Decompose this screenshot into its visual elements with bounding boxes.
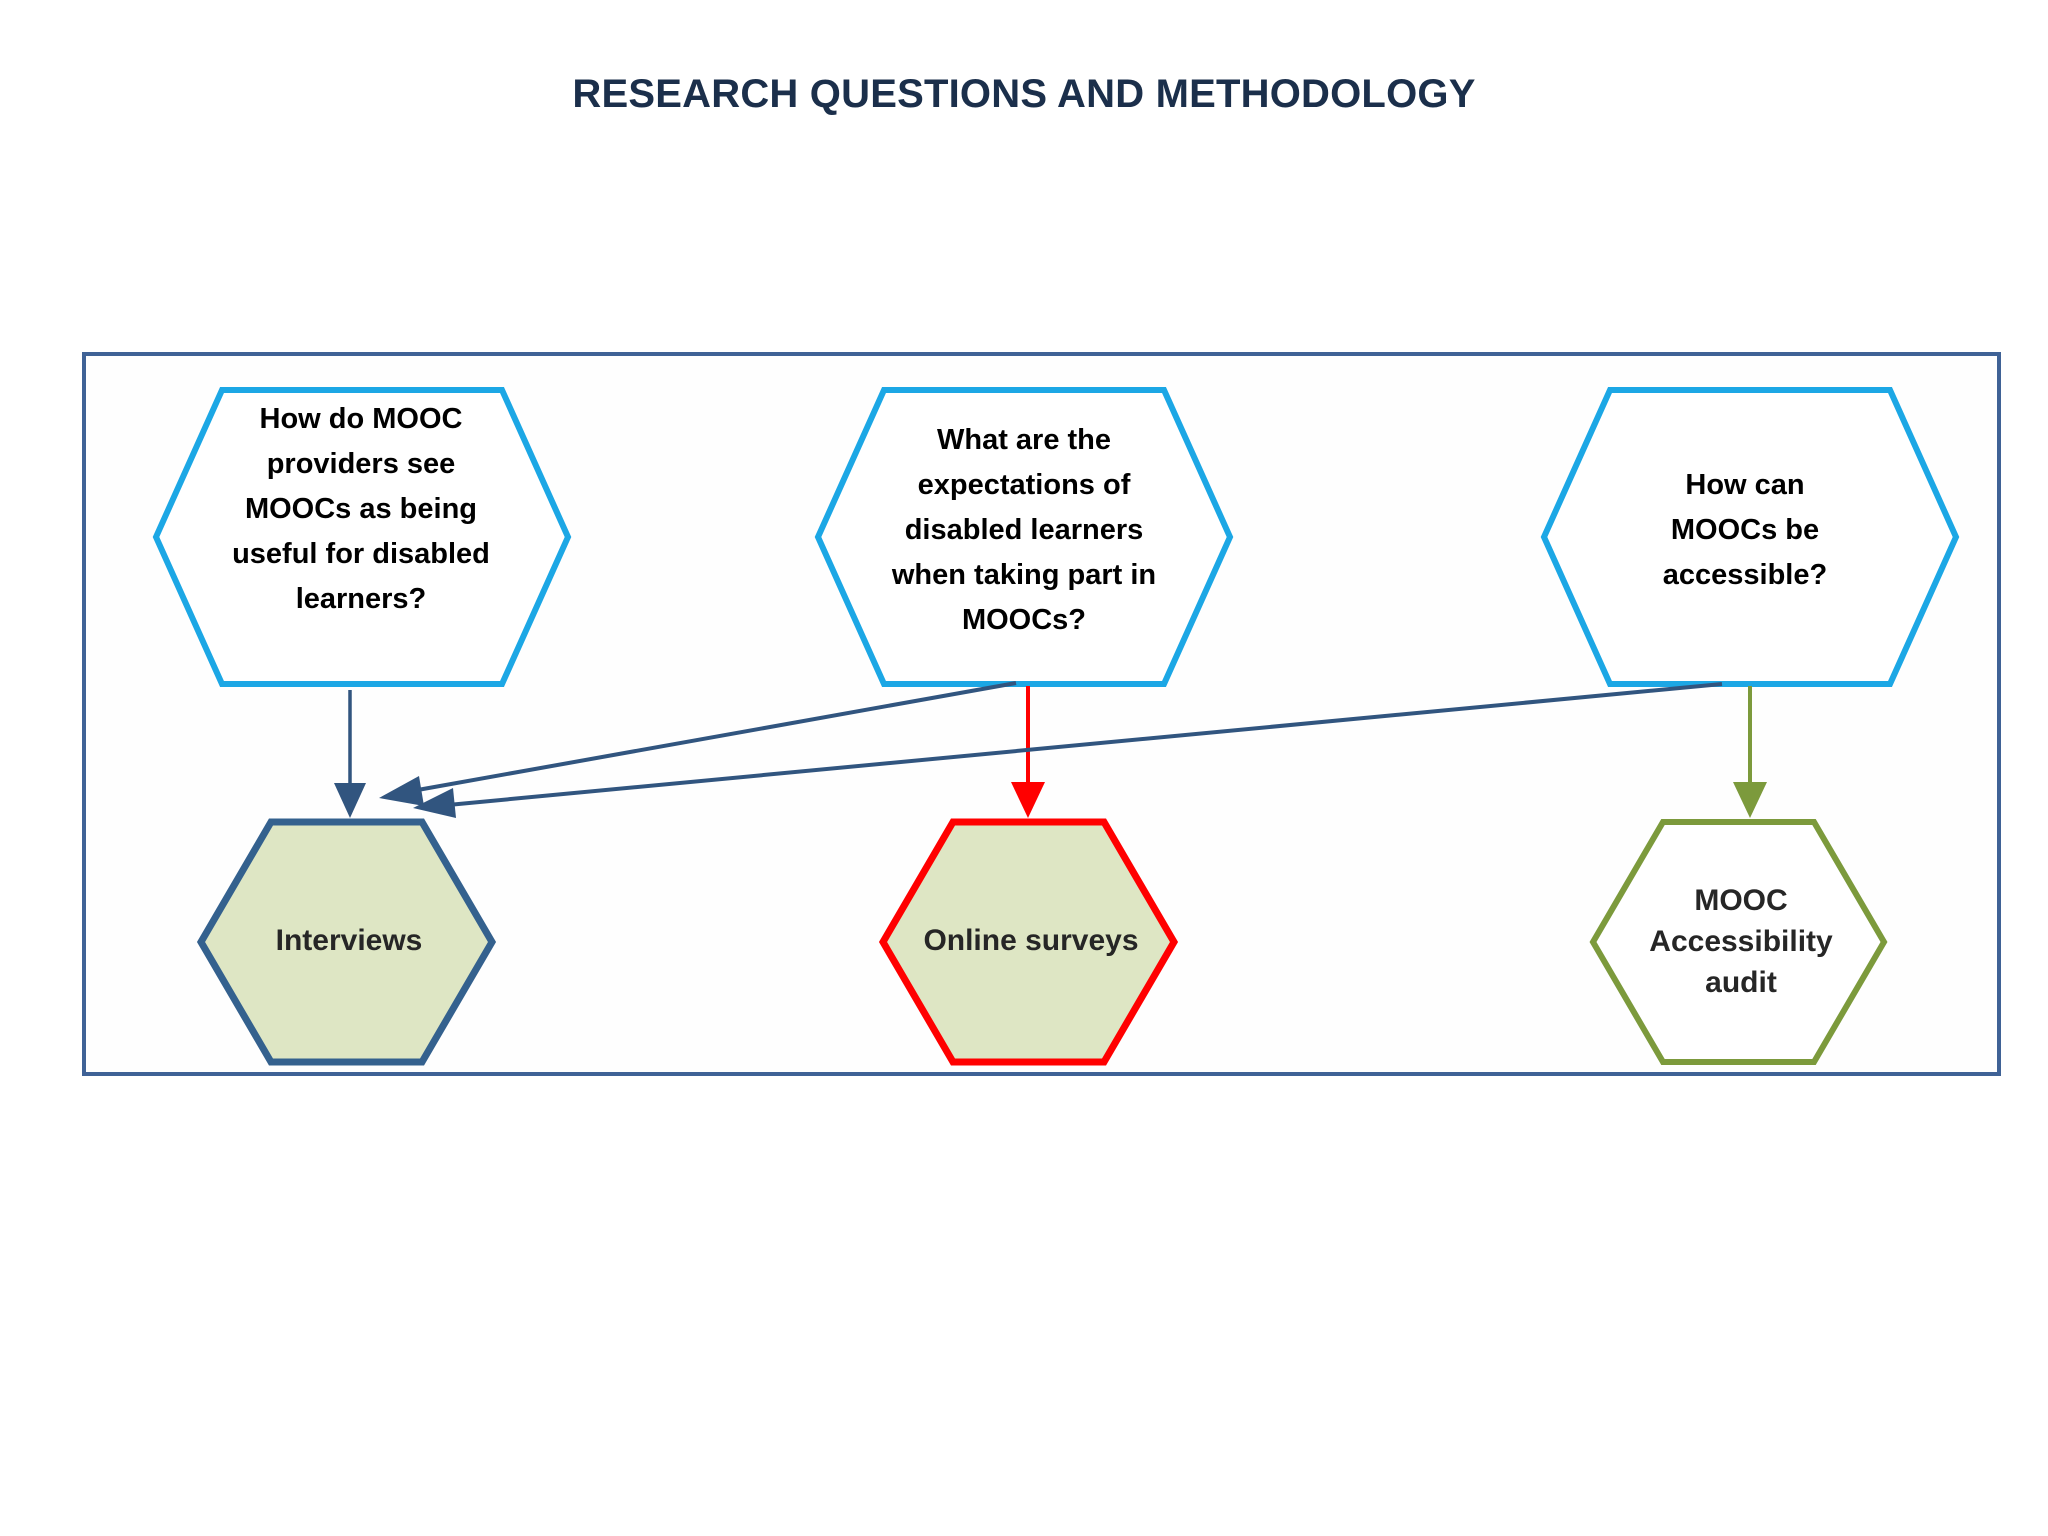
method-hexagon-interviews[interactable] — [196, 818, 497, 1066]
question-hexagon-1[interactable] — [152, 387, 572, 687]
page-title: RESEARCH QUESTIONS AND METHODOLOGY — [572, 72, 1476, 116]
connector-q2-to-online-surveys — [1011, 686, 1045, 818]
question-hexagon-3[interactable] — [1540, 387, 1960, 687]
method-hexagon-accessibility-audit[interactable] — [1589, 819, 1888, 1065]
connector-q3-to-interviews — [413, 682, 1723, 818]
question-hexagon-2[interactable] — [814, 387, 1234, 687]
connector-q3-to-accessibility-audit — [1733, 686, 1767, 818]
connector-q1-to-interviews — [334, 690, 366, 818]
connector-q2-to-interviews — [379, 681, 1017, 806]
method-hexagon-online-surveys[interactable] — [878, 818, 1179, 1066]
